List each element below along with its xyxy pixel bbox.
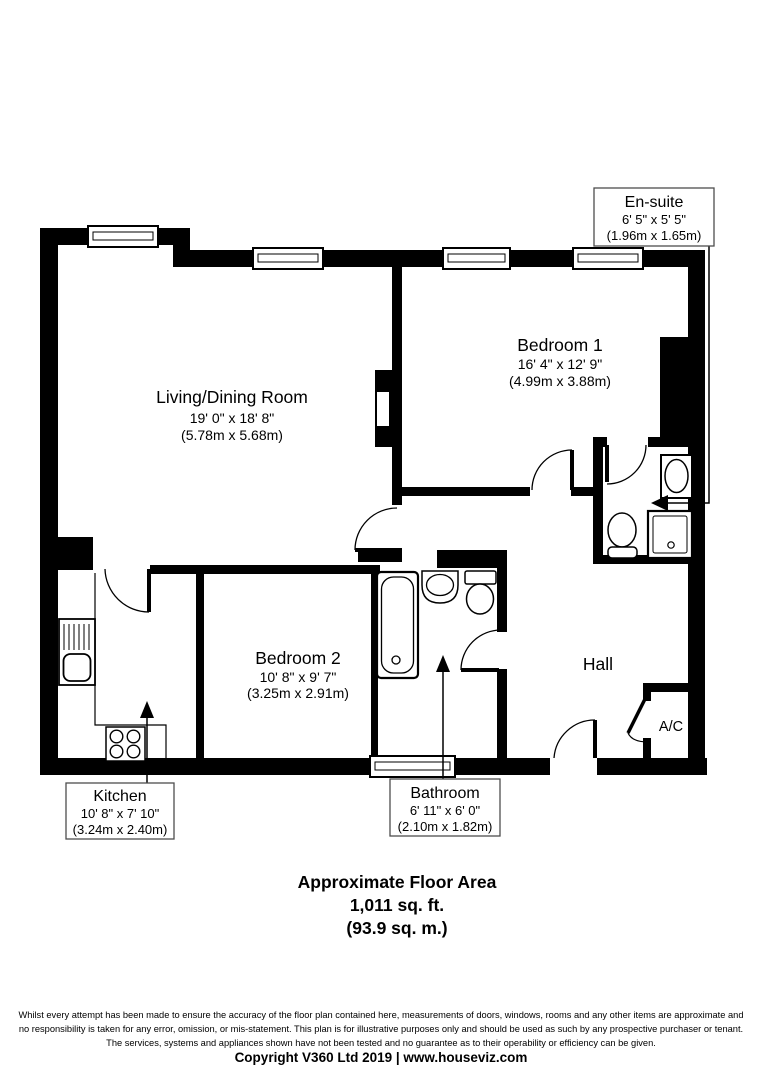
wall-ac-post-top	[643, 683, 651, 701]
bathroom-dims-metric: (2.10m x 1.82m)	[398, 819, 493, 834]
bathroom-leader-arrow	[436, 655, 450, 672]
bathroom-fixtures	[375, 570, 497, 680]
ac-label: A/C	[659, 719, 683, 735]
ensuite-door	[605, 444, 647, 485]
living-dims-imperial: 19' 0" x 18' 8"	[190, 410, 275, 426]
wall-bed1-hall	[400, 487, 530, 496]
wall-left	[40, 228, 58, 775]
hall-label: Hall	[583, 654, 613, 674]
kitchen-door	[104, 568, 151, 613]
window	[369, 755, 456, 778]
wall-ensuite-north-stub	[593, 437, 607, 447]
wall-ac-post-bottom	[643, 738, 651, 760]
leader-lines	[140, 246, 710, 783]
doors	[104, 444, 649, 759]
bathtub	[375, 570, 420, 680]
ensuite-label-box: En-suite 6' 5" x 5' 5" (1.96m x 1.65m)	[593, 187, 715, 247]
wall-ensuite-south	[593, 555, 705, 564]
bathroom-toilet	[464, 570, 497, 615]
disclaimer-line2: no responsibility is taken for any error…	[19, 1024, 743, 1034]
kitchen-name: Kitchen	[93, 788, 146, 805]
living-dims-metric: (5.78m x 5.68m)	[181, 427, 283, 443]
wall-kitchen-bed2-north	[150, 565, 380, 574]
windows	[87, 225, 644, 778]
kitchen-dims-metric: (3.24m x 2.40m)	[73, 822, 168, 837]
area-summary: Approximate Floor Area 1,011 sq. ft. (93…	[298, 872, 497, 938]
bathroom-dims-imperial: 6' 11" x 6' 0"	[410, 803, 481, 818]
bedroom2-dims-imperial: 10' 8" x 9' 7"	[260, 669, 337, 685]
ensuite-leader-arrow	[651, 495, 668, 511]
bedroom1-door	[531, 449, 574, 491]
wall-bathroom-east-top	[497, 550, 507, 632]
footer: Whilst every attempt has been made to en…	[18, 1010, 743, 1065]
wall-ac-north	[643, 683, 693, 692]
copyright-line: Copyright V360 Ltd 2019 | www.houseviz.c…	[235, 1050, 528, 1065]
living-room-label: Living/Dining Room 19' 0" x 18' 8" (5.78…	[156, 387, 308, 443]
wall-kitchen-bed2-divider	[196, 573, 204, 760]
wall-bathroom-east-bottom	[497, 669, 507, 760]
chimney-block-bed1	[660, 337, 705, 447]
ensuite-fixtures	[607, 454, 694, 560]
area-sqft: 1,011 sq. ft.	[350, 895, 444, 915]
bathroom-name: Bathroom	[410, 785, 479, 802]
area-title: Approximate Floor Area	[298, 872, 497, 892]
bedroom1-label: Bedroom 1 16' 4" x 12' 9" (4.99m x 3.88m…	[509, 335, 611, 389]
wall-ensuite-north-right	[648, 437, 662, 447]
chimney-niche	[377, 392, 389, 426]
bathroom-leader	[436, 655, 450, 779]
wall-bottom-right	[597, 758, 707, 775]
wall-bed1-hall-post	[571, 487, 595, 496]
disclaimer-line3: The services, systems and appliances sho…	[106, 1038, 656, 1048]
ensuite-dims-metric: (1.96m x 1.65m)	[607, 228, 702, 243]
bedroom1-dims-imperial: 16' 4" x 12' 9"	[518, 356, 603, 372]
living-name: Living/Dining Room	[156, 387, 308, 407]
ensuite-toilet	[607, 512, 638, 559]
bathroom-basin	[421, 570, 459, 604]
ensuite-leader	[651, 246, 710, 511]
kitchen-leader	[140, 701, 154, 783]
wall-bathroom-north	[437, 550, 507, 568]
bedroom1-dims-metric: (4.99m x 3.88m)	[509, 373, 611, 389]
ensuite-dims-imperial: 6' 5" x 5' 5"	[622, 212, 686, 227]
kitchen-leader-arrow	[140, 701, 154, 718]
disclaimer-line1: Whilst every attempt has been made to en…	[18, 1010, 743, 1020]
bedroom1-name: Bedroom 1	[517, 335, 603, 355]
bedroom2-dims-metric: (3.25m x 2.91m)	[247, 685, 349, 701]
window	[252, 247, 324, 270]
ac-closet-door	[626, 696, 649, 743]
wall-bed2-bath-divider	[371, 568, 378, 760]
wall-ensuite-west	[593, 437, 603, 562]
kitchen-hob	[105, 726, 146, 762]
bedroom2-name: Bedroom 2	[255, 648, 341, 668]
kitchen-sink	[58, 618, 96, 686]
area-sqm: (93.9 sq. m.)	[346, 918, 447, 938]
wall-kitchen-step	[58, 537, 93, 570]
entry-door	[553, 719, 597, 759]
bathroom-label-box: Bathroom 6' 11" x 6' 0" (2.10m x 1.82m)	[389, 778, 501, 837]
ensuite-basin	[660, 454, 693, 499]
bedroom2-label: Bedroom 2 10' 8" x 9' 7" (3.25m x 2.91m)	[247, 648, 349, 701]
window	[87, 225, 159, 248]
bathroom-door	[460, 629, 502, 672]
kitchen-label-box: Kitchen 10' 8" x 7' 10" (3.24m x 2.40m)	[65, 782, 175, 840]
window	[572, 247, 644, 270]
kitchen-fixtures	[58, 573, 167, 762]
shower-tray	[646, 509, 694, 560]
kitchen-dims-imperial: 10' 8" x 7' 10"	[81, 806, 160, 821]
living-room-door	[354, 507, 398, 552]
window	[442, 247, 511, 270]
ensuite-name: En-suite	[625, 194, 684, 211]
